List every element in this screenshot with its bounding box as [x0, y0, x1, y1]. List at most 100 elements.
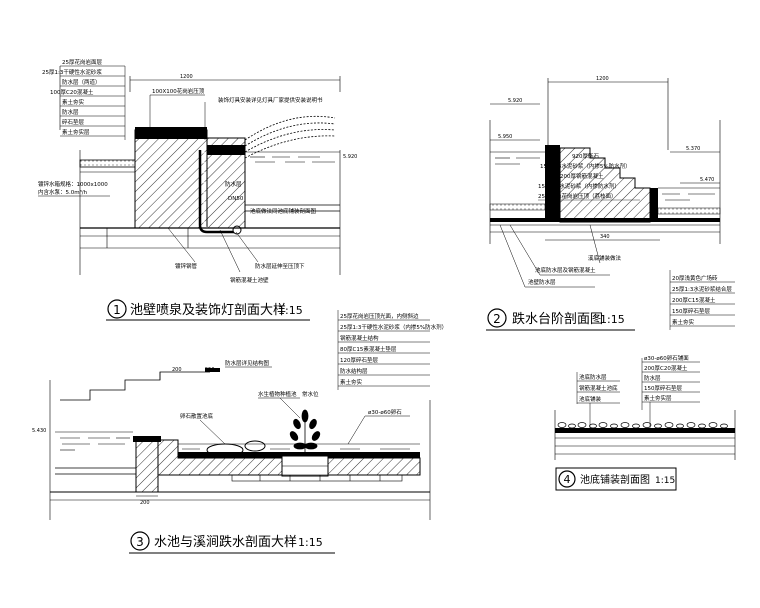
s1-note-2: 防水层 [225, 180, 242, 188]
s2-note-1: 池壁防水层 [528, 278, 556, 286]
s2-dim-top: 1200 [596, 76, 609, 82]
s3-note-3: 卵石散置池底 [180, 412, 214, 420]
s4-layer-2: 防水层 [644, 374, 661, 382]
s4-layer-1: 200厚C20混凝土 [644, 364, 688, 372]
s2-lower-labels: 20厚浅黄色广场砖 25厚1:3水泥砂浆结合层 200厚C15混凝土 150厚碎… [669, 270, 735, 330]
s1-layer-6: 碎石垫层 [62, 118, 85, 126]
s1-note-1: 装饰灯具安装详见灯具厂家提供安装说明书 [218, 96, 323, 104]
s1-note-7: 防水层延伸至压顶下 [255, 262, 305, 270]
s3-note-4: ø30-ø60卵石 [368, 408, 402, 416]
s2-layer-3: 15厚1:3水泥砂浆（内掺防水剂） [538, 182, 620, 190]
s1-number: 1 [113, 303, 121, 317]
s1-title: 池壁喷泉及装饰灯剖面大样 [130, 302, 286, 318]
s3-rock-2 [244, 440, 266, 452]
s1-layer-7: 素土夯实层 [62, 128, 90, 136]
s1-number-circle [107, 299, 127, 319]
section-1-drawing: 25厚花岗岩面层 25厚1:3干硬性水泥砂浆 防水层（两道） 100厚C20混凝… [38, 58, 357, 284]
section-2-drawing: 1200 5.920 5.950 5.370 5.470 340 [489, 76, 735, 330]
s3-layer-0: 25厚花岗岩压顶光面，内侧斜边 [340, 312, 419, 320]
s4-title: 池底铺装剖面图 [580, 473, 650, 486]
s3-step-profile [60, 371, 210, 401]
s3-layer-5: 防水结构层 [340, 367, 368, 375]
s1-left-paving [79, 159, 136, 168]
s1-layer-1: 25厚1:3干硬性水泥砂浆 [42, 68, 102, 76]
s2-elev-r1: 5.370 [686, 146, 700, 152]
s1-inner-cap [207, 145, 245, 155]
s4-pebbles [557, 422, 728, 429]
section-3-title: 3 水池与溪涧跌水剖面大样 1:15 [129, 531, 335, 554]
s1-spec-0: 镀锌水箱规格：1000x1000 [38, 180, 108, 188]
s2-lower-4: 素土夯实 [672, 318, 695, 326]
s1-note-6: 钢筋混凝土池壁 [230, 276, 269, 284]
s1-note-3: DN50 [228, 196, 244, 202]
section-4-title: 4 池底铺装剖面图 1:15 [555, 467, 677, 491]
s4-notes: 池底防水层 钢筋混凝土池底 池底铺装 [576, 372, 620, 428]
s3-dim-a: 200 [172, 367, 182, 373]
s2-layer-labels: 920厚砾石 15厚1:3水泥砂浆（内掺5%防水剂） 200厚钢筋混凝土 15厚… [538, 152, 640, 201]
s3-layer-3: 80厚C15素混凝土垫层 [340, 345, 397, 353]
s4-note-2: 池底铺装 [579, 395, 602, 403]
section-1-layer-labels: 25厚花岗岩面层 25厚1:3干硬性水泥砂浆 防水层（两道） 100厚C20混凝… [42, 58, 126, 140]
s4-layer-0: ø30-ø60卵石铺面 [644, 354, 689, 362]
s3-water-left [55, 431, 133, 451]
s1-spray-arc [244, 115, 336, 141]
s1-layer-4: 素土夯实 [62, 98, 85, 106]
s2-number: 2 [493, 312, 501, 326]
s1-scale: 1:15 [278, 304, 303, 317]
s4-note-1: 钢筋混凝土池底 [579, 384, 618, 392]
s2-scale: 1:15 [600, 313, 625, 326]
s1-note-4: 池底做法同池底铺装剖面图 [250, 207, 317, 215]
s2-lower-3: 150厚碎石垫层 [672, 307, 710, 315]
s3-layer-6: 素土夯实 [340, 378, 363, 386]
s4-layer-labels: ø30-ø60卵石铺面 200厚C20混凝土 防水层 150厚碎石垫层 素土夯实… [641, 354, 700, 428]
s1-spec-1: 内含水泵：5.0m³/h [38, 188, 88, 196]
s2-layer-1: 15厚1:3水泥砂浆（内掺5%防水剂） [540, 162, 631, 170]
s2-lower-1: 25厚1:3水泥砂浆结合层 [672, 285, 732, 293]
s2-note-0: 池底防水层及钢筋混凝土 [535, 266, 596, 274]
s3-elev: 5.430 [32, 428, 46, 434]
s2-lower-2: 200厚C15混凝土 [672, 296, 716, 304]
s1-pipe [198, 150, 236, 234]
s2-layer-0: 920厚砾石 [572, 152, 599, 160]
section-2-title: 2 跌水台阶剖面图 1:15 [486, 308, 635, 331]
s2-wall [545, 145, 560, 222]
s2-elev-mid: 5.950 [498, 134, 512, 140]
s3-number-circle [130, 531, 150, 551]
s3-note-1: 水生植物种植池 [258, 390, 297, 398]
s2-dim-bottom: 340 [600, 234, 610, 240]
s2-number-circle [487, 308, 507, 328]
section-3-drawing: 200 550 [32, 310, 447, 520]
section-1-title: 1 池壁喷泉及装饰灯剖面大样 1:15 [106, 299, 310, 321]
s3-dim-bottom: 200 [140, 500, 150, 506]
s3-note-0: 防水层详见结构图 [225, 359, 270, 367]
s1-pipe-fitting [232, 225, 242, 235]
s2-title: 跌水台阶剖面图 [512, 311, 603, 327]
s2-water [490, 151, 720, 201]
s4-layer-4: 素土夯实层 [644, 394, 672, 402]
s4-layer-3: 150厚碎石垫层 [644, 384, 682, 392]
s4-number-circle [558, 470, 576, 488]
s3-layer-2: 钢筋混凝土结构 [340, 334, 379, 342]
s3-number: 3 [136, 535, 144, 549]
s3-note-2: 常水位 [302, 390, 319, 398]
s1-layer-5: 防水层 [62, 108, 79, 116]
s4-scale: 1:15 [655, 476, 675, 486]
s3-wall [135, 439, 159, 493]
s4-note-0: 池底防水层 [579, 373, 607, 381]
s1-layer-0: 25厚花岗岩面层 [62, 58, 102, 66]
s1-wall-hatch [134, 129, 208, 229]
s4-number: 4 [564, 473, 571, 486]
s2-elev-top: 5.920 [508, 98, 522, 104]
s4-title-box [555, 467, 677, 491]
s3-plant-icon [289, 409, 321, 455]
s1-layer-3: 100厚C20混凝土 [50, 88, 94, 96]
section-4-drawing: 池底防水层 钢筋混凝土池底 池底铺装 ø30-ø60卵石铺面 200厚C20混凝… [554, 354, 736, 460]
s3-layer-4: 120厚碎石垫层 [340, 356, 378, 364]
s2-layer-2: 200厚钢筋混凝土 [560, 172, 604, 180]
s3-layer-labels: 25厚花岗岩压顶光面，内侧斜边 25厚1:3干硬性水泥砂浆（内掺5%防水剂） 钢… [337, 310, 447, 390]
s1-note-5: 镀锌钢管 [175, 262, 198, 270]
s1-layer-2: 防水层（两道） [62, 78, 101, 86]
s1-elev: 5.920 [343, 154, 357, 160]
s2-lower-0: 20厚浅黄色广场砖 [672, 274, 718, 282]
